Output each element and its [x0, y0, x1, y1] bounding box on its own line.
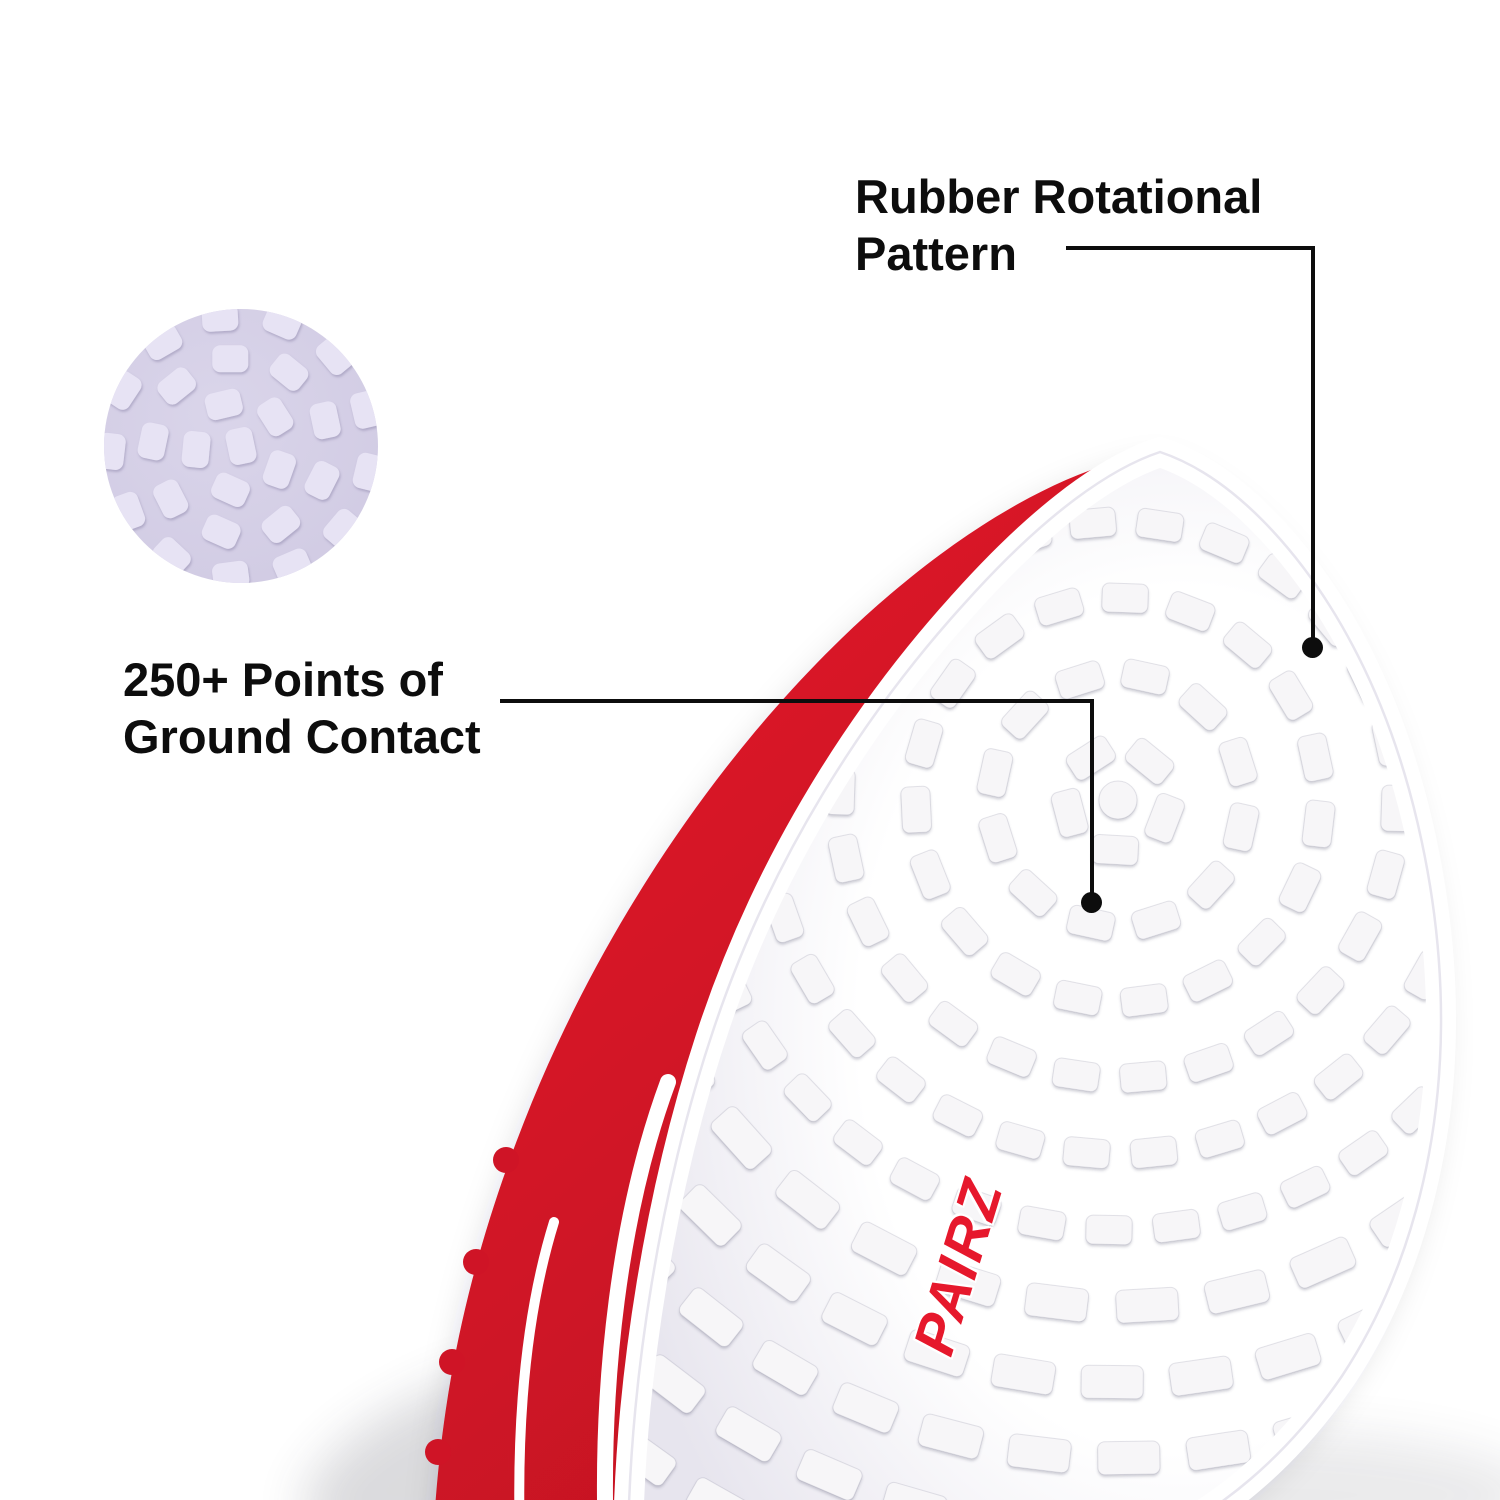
callout-contact-endpoint-dot [1081, 892, 1102, 913]
callout-rotational-label: Rubber Rotational Pattern [855, 168, 1262, 283]
side-cleats [425, 1147, 519, 1465]
callout-rotational-endpoint-dot [1302, 637, 1323, 658]
callout-contact-connector-vertical [1090, 699, 1094, 900]
callout-contact-line1: 250+ Points of [123, 653, 443, 706]
sole-outline [627, 450, 1443, 1500]
midsole-trim-1 [597, 1074, 676, 1500]
callout-rotational-connector-horizontal [1066, 246, 1313, 250]
callout-contact-label: 250+ Points of Ground Contact [123, 651, 481, 766]
callout-rotational-connector-vertical [1311, 246, 1315, 644]
callout-rotational-line2: Pattern [855, 227, 1017, 281]
callout-contact-connector-horizontal [500, 699, 1092, 703]
tread-detail-inset [104, 309, 378, 583]
inset-studs [104, 309, 378, 583]
midsole-trim-2 [514, 1217, 559, 1500]
callout-rotational-line1: Rubber Rotational [855, 170, 1263, 223]
callout-contact-line2: Ground Contact [123, 710, 481, 764]
